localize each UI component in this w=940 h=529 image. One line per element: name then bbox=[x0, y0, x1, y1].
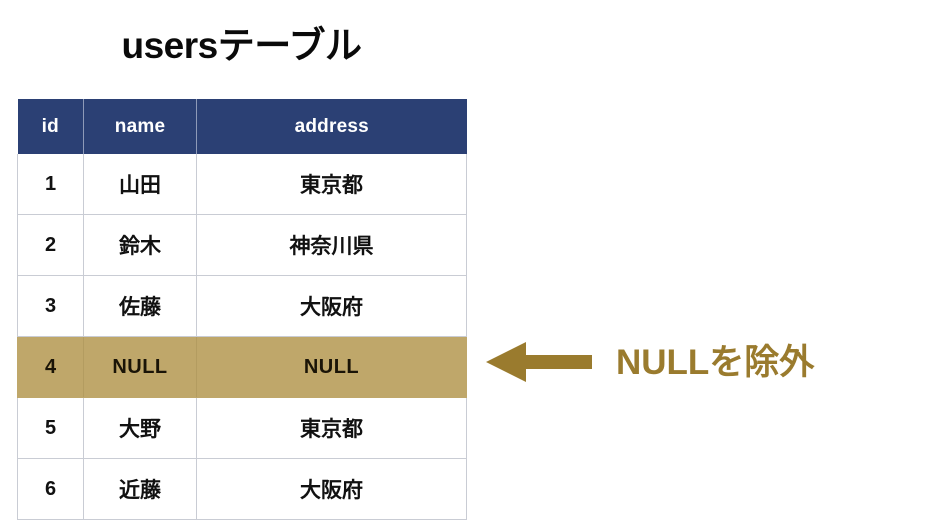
cell-id-text: 1 bbox=[44, 173, 57, 195]
users-table: id name address 1 山田 東京都 2 鈴木 神奈川県 3 bbox=[17, 99, 467, 520]
null-exclusion-annotation: NULLを除外 bbox=[486, 334, 814, 390]
table-row: 5 大野 東京都 bbox=[17, 397, 467, 459]
annotation-label: NULLを除外 bbox=[616, 342, 815, 382]
arrow-left-icon bbox=[486, 342, 592, 382]
cell-address: 大阪府 bbox=[196, 275, 467, 337]
cell-id-text: 2 bbox=[44, 234, 57, 256]
page-title: usersテーブル bbox=[121, 25, 362, 66]
cell-address-text: NULL bbox=[303, 356, 360, 378]
cell-address: 東京都 bbox=[196, 397, 467, 459]
cell-name-text: 大野 bbox=[119, 418, 161, 441]
cell-name: 近藤 bbox=[83, 458, 197, 520]
cell-address: NULL bbox=[196, 336, 467, 398]
cell-name: NULL bbox=[83, 336, 197, 398]
cell-address: 神奈川県 bbox=[196, 214, 467, 276]
cell-address-text: 神奈川県 bbox=[289, 235, 374, 258]
table-row: 2 鈴木 神奈川県 bbox=[17, 214, 467, 276]
table-row: 3 佐藤 大阪府 bbox=[17, 275, 467, 337]
column-header-id: id bbox=[17, 99, 84, 154]
table-row: 6 近藤 大阪府 bbox=[17, 458, 467, 520]
cell-name: 山田 bbox=[83, 154, 197, 215]
cell-name-text: NULL bbox=[112, 356, 168, 378]
cell-name-text: 鈴木 bbox=[119, 235, 161, 258]
cell-name: 大野 bbox=[83, 397, 197, 459]
column-header-address: address bbox=[196, 99, 467, 154]
cell-name: 鈴木 bbox=[83, 214, 197, 276]
cell-id-text: 6 bbox=[44, 478, 57, 500]
cell-id: 4 bbox=[17, 336, 84, 398]
table-header-row: id name address bbox=[17, 99, 467, 154]
cell-id: 5 bbox=[17, 397, 84, 459]
cell-address-text: 東京都 bbox=[300, 174, 363, 197]
cell-address: 大阪府 bbox=[196, 458, 467, 520]
cell-name: 佐藤 bbox=[83, 275, 197, 337]
cell-address-text: 東京都 bbox=[300, 418, 363, 441]
cell-id-text: 4 bbox=[44, 356, 57, 378]
table-row-highlighted: 4 NULL NULL bbox=[17, 336, 467, 398]
cell-address-text: 大阪府 bbox=[300, 296, 363, 319]
table-header: id name address bbox=[17, 99, 467, 154]
cell-address-text: 大阪府 bbox=[300, 479, 363, 502]
cell-id-text: 5 bbox=[44, 417, 57, 439]
users-table-container: id name address 1 山田 東京都 2 鈴木 神奈川県 3 bbox=[17, 99, 467, 520]
cell-id: 6 bbox=[17, 458, 84, 520]
column-header-name: name bbox=[83, 99, 197, 154]
cell-name-text: 山田 bbox=[119, 174, 161, 197]
cell-id-text: 3 bbox=[44, 295, 57, 317]
cell-address: 東京都 bbox=[196, 154, 467, 215]
cell-id: 1 bbox=[17, 154, 84, 215]
cell-id: 2 bbox=[17, 214, 84, 276]
table-row: 1 山田 東京都 bbox=[17, 154, 467, 215]
cell-name-text: 近藤 bbox=[119, 479, 161, 502]
table-body: 1 山田 東京都 2 鈴木 神奈川県 3 佐藤 大阪府 4 NULL N bbox=[17, 154, 467, 520]
cell-id: 3 bbox=[17, 275, 84, 337]
cell-name-text: 佐藤 bbox=[119, 296, 161, 319]
